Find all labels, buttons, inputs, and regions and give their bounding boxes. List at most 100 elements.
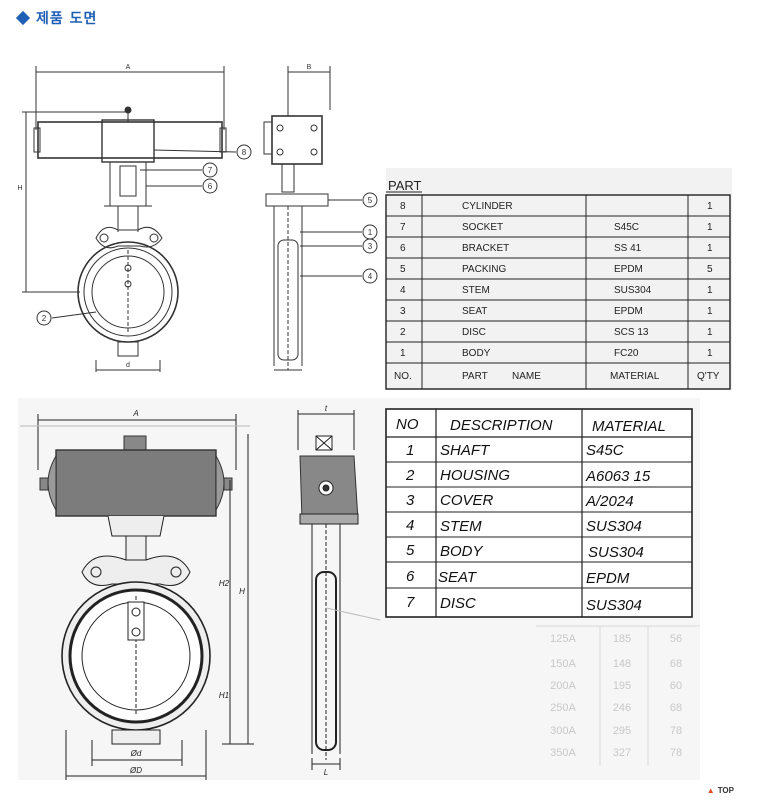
table2-desc: STEM <box>440 518 482 535</box>
table2-header-desc: DESCRIPTION <box>450 417 553 434</box>
dim-h2b-label: H2 <box>219 579 230 588</box>
table2-no: 6 <box>406 568 415 585</box>
table1-qty: 1 <box>707 348 713 359</box>
dim-h1-label: H1 <box>219 691 229 700</box>
faded-cell: 300A <box>550 725 576 737</box>
table1-name: SEAT <box>462 306 487 317</box>
table2-no: 5 <box>406 542 415 559</box>
dim-b-label: B <box>307 64 312 71</box>
table1-no: 1 <box>400 348 406 359</box>
table1-qty: 1 <box>707 243 713 254</box>
callout-7: 7 <box>208 166 213 175</box>
faded-cell: 60 <box>670 680 682 692</box>
faded-cell: 78 <box>670 725 682 737</box>
faded-cell: 125A <box>550 633 576 645</box>
table2-no: 7 <box>406 594 415 611</box>
table2-material: A/2024 <box>585 493 634 510</box>
dim-d-large-label: ØD <box>129 766 142 775</box>
table1-material: SCS 13 <box>614 327 649 338</box>
faded-cell: 185 <box>613 633 631 645</box>
table1-header-qty: Q'TY <box>697 371 720 382</box>
dim-h-label: H <box>17 185 22 192</box>
dim-a-label: A <box>126 64 131 71</box>
table1-qty: 1 <box>707 201 713 212</box>
faded-cell: 200A <box>550 680 576 692</box>
table1-qty: 1 <box>707 285 713 296</box>
table2-material: SUS304 <box>586 597 642 614</box>
table1-no: 7 <box>400 222 406 233</box>
faded-cell: 56 <box>670 633 682 645</box>
section-header: 제품 도면 <box>15 8 98 28</box>
table1-name: CYLINDER <box>462 201 513 212</box>
faded-cell: 327 <box>613 747 631 759</box>
table2-desc: DISC <box>440 595 476 612</box>
table1-name: STEM <box>462 285 490 296</box>
table2-material: EPDM <box>586 570 630 587</box>
faded-cell: 195 <box>613 680 631 692</box>
table1-header-part: PART <box>462 371 488 382</box>
table2-material: A6063 15 <box>585 468 651 485</box>
dim-d-small-label: Ød <box>130 749 142 758</box>
table1-name: BODY <box>462 348 491 359</box>
table1-name: SOCKET <box>462 222 503 233</box>
table1-qty: 1 <box>707 222 713 233</box>
table1-no: 2 <box>400 327 406 338</box>
faded-cell: 250A <box>550 702 576 714</box>
top-link-label: TOP <box>717 786 734 795</box>
table2-no: 1 <box>406 442 414 459</box>
callout-2: 2 <box>42 314 47 323</box>
table2-desc: COVER <box>440 492 494 509</box>
table1-material: FC20 <box>614 348 639 359</box>
dim-a2-label: A <box>132 409 138 418</box>
faded-cell: 150A <box>550 658 576 670</box>
callout-1: 1 <box>368 228 373 237</box>
faded-cell: 148 <box>613 658 631 670</box>
table1-header-name: NAME <box>512 371 541 382</box>
table2-material: SUS304 <box>588 544 644 561</box>
faded-cell: 78 <box>670 747 682 759</box>
callout-6: 6 <box>208 182 213 191</box>
table1-no: 4 <box>400 285 406 296</box>
table1-name: DISC <box>462 327 486 338</box>
section-title: 제품 도면 <box>36 11 98 27</box>
top-link[interactable]: ▲ TOP <box>707 786 734 795</box>
table1-material: S45C <box>614 222 639 233</box>
table1-header-material: MATERIAL <box>610 371 660 382</box>
callout-3: 3 <box>368 242 373 251</box>
dim-h2-label: H <box>239 587 245 596</box>
table2-no: 3 <box>406 492 415 509</box>
table2-no: 2 <box>405 467 415 484</box>
table1-no: 8 <box>400 201 406 212</box>
table2-header-no: NO <box>396 416 419 433</box>
part-list-title: PART <box>388 178 422 193</box>
table2-material: SUS304 <box>586 518 642 535</box>
table2-desc: SHAFT <box>440 442 491 459</box>
table2-desc: HOUSING <box>440 467 510 484</box>
faded-cell: 246 <box>613 702 631 714</box>
faded-cell: 68 <box>670 658 682 670</box>
table1-material: SUS304 <box>614 285 652 296</box>
table2-desc: BODY <box>440 543 484 560</box>
callout-4: 4 <box>368 272 373 281</box>
faded-cell: 68 <box>670 702 682 714</box>
table2-desc: SEAT <box>438 569 478 586</box>
table1-material: EPDM <box>614 264 643 275</box>
table2-no: 4 <box>406 517 414 534</box>
up-arrow-icon: ▲ <box>706 786 715 795</box>
table1-header-no: NO. <box>394 371 412 382</box>
faded-cell: 350A <box>550 747 576 759</box>
table1-no: 3 <box>400 306 406 317</box>
table1-material: SS 41 <box>614 243 642 254</box>
table1-material: EPDM <box>614 306 643 317</box>
faded-cell: 295 <box>613 725 631 737</box>
dim-d-label: d <box>126 362 130 369</box>
dim-l-label: L <box>324 768 328 777</box>
table1-qty: 1 <box>707 306 713 317</box>
table1-qty: 1 <box>707 327 713 338</box>
table2-header-material: MATERIAL <box>592 418 666 435</box>
table1-no: 6 <box>400 243 406 254</box>
dim-t-label: t <box>325 404 328 413</box>
